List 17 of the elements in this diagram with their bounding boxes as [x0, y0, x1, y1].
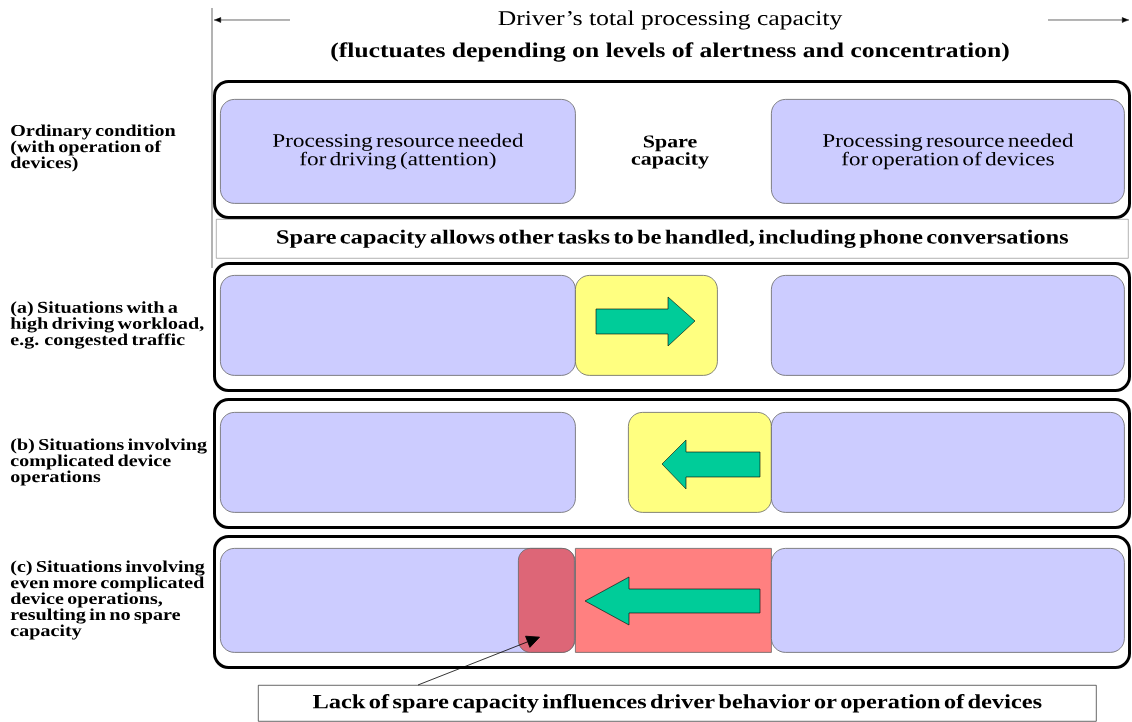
resource-box [771, 548, 1125, 653]
overlap-box [518, 548, 575, 653]
resource-box: Processing resource needed for operation of devices [771, 99, 1125, 204]
resource-box [771, 412, 1125, 513]
resource-box [220, 412, 576, 513]
dimension-label: (fluctuates depending on levels of alertness and concentration) [331, 42, 1009, 62]
row-label: (a) Situations with a high driving workload, e.g. congested traffic [10, 301, 204, 349]
resource-box [771, 275, 1125, 376]
row-label: Ordinary condition (with operation of devices) [11, 124, 176, 172]
annotation-box: Lack of spare capacity influences driver behavior or operation of devices [258, 685, 1097, 722]
row-label: (c) Situations involving even more complicated device operations, resulting in no spare capacity [10, 560, 205, 640]
dimension-label: Driver’s total processing capacity [498, 10, 843, 30]
note-box: Spare capacity allows other tasks to be handled, including phone conversations [216, 219, 1129, 259]
resource-box [220, 275, 576, 376]
spare-capacity-label: Spare capacity [631, 135, 709, 169]
resource-box: Processing resource needed for driving (attention) [220, 99, 576, 204]
row-label: (b) Situations involving complicated device operations [10, 438, 207, 486]
